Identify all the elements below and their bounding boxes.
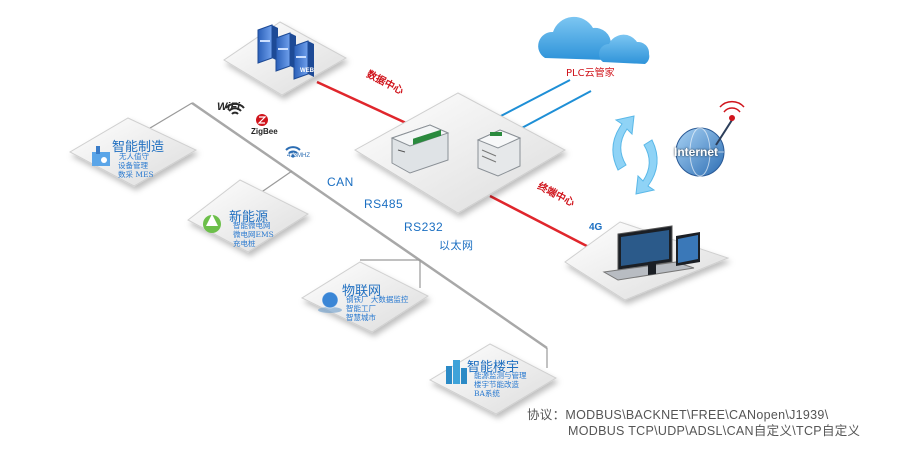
433mhz-label: 433MHZ bbox=[287, 153, 311, 159]
433mhz-icon bbox=[285, 146, 301, 158]
zigbee-label: ZigBee bbox=[251, 127, 278, 136]
protocol-line-1: 协议：MODBUS\BACKNET\FREE\CANopen\J1939\ bbox=[527, 408, 829, 422]
web-tag-label: WEB bbox=[300, 68, 314, 74]
new-energy-line: 微电网EMS bbox=[233, 230, 274, 239]
smart-manufacturing-title: 智能制造 bbox=[112, 140, 165, 155]
web-server-icon bbox=[257, 24, 314, 80]
cloud-icon bbox=[538, 16, 650, 64]
rs232-bus-label: RS232 bbox=[404, 220, 444, 234]
factory-icon bbox=[92, 146, 110, 166]
plc-device-icon bbox=[390, 124, 450, 174]
smart-manufacturing-line: 无人值守 bbox=[119, 152, 149, 161]
wind-solar-icon bbox=[203, 214, 221, 233]
smart-building-title: 智能楼宇 bbox=[467, 360, 520, 375]
smart-building-line: 楼宇节能改造 bbox=[474, 380, 519, 389]
new-energy-line: 充电桩 bbox=[233, 239, 256, 248]
smart-building-line: 能源监测与管理 bbox=[474, 371, 527, 380]
smart-manufacturing-tile bbox=[68, 117, 198, 187]
smart-manufacturing-line: 设备管理 bbox=[118, 161, 148, 170]
new-energy-line: 智能微电网 bbox=[233, 221, 271, 230]
can-bus-label: CAN bbox=[327, 175, 354, 189]
zigbee-icon bbox=[256, 114, 268, 126]
new-energy-tile bbox=[187, 179, 310, 253]
main-bus-line bbox=[191, 101, 548, 350]
internet-globe-icon bbox=[675, 100, 745, 177]
smart-building-line: BA系统 bbox=[474, 389, 500, 398]
smart-manufacturing-line: 数采 MES bbox=[118, 170, 154, 179]
new-energy-title: 新能源 bbox=[229, 210, 269, 225]
rs485-bus-label: RS485 bbox=[364, 197, 404, 211]
sync-arrows-icon bbox=[612, 115, 658, 195]
iot-line: 智能工厂 bbox=[346, 304, 376, 313]
laptop-tablet-phone-icon bbox=[602, 225, 700, 281]
iot-globe-icon bbox=[318, 291, 342, 313]
iot-line: 智慧城市 bbox=[346, 313, 376, 322]
iot-tile bbox=[300, 261, 430, 333]
cellular-4g-label: 4G bbox=[589, 222, 603, 233]
internet-label: Internet bbox=[674, 145, 719, 159]
wifi-icon bbox=[225, 102, 245, 115]
building-icon bbox=[446, 360, 467, 384]
plc-cloud-label: PLC云管家 bbox=[566, 68, 615, 79]
controller-hub bbox=[354, 92, 567, 214]
ethernet-bus-label: 以太网 bbox=[439, 239, 474, 252]
plc-module-icon bbox=[476, 129, 522, 177]
iot-title: 物联网 bbox=[342, 284, 382, 299]
iot-line: 钢铁厂 大数据监控 bbox=[346, 295, 409, 304]
wifi-label: WiFi bbox=[217, 101, 241, 113]
cloud-link-2 bbox=[517, 90, 592, 131]
cloud-link-1 bbox=[496, 79, 571, 119]
protocol-line-2: MODBUS TCP\UDP\ADSL\CAN自定义\TCP自定义 bbox=[568, 424, 861, 438]
